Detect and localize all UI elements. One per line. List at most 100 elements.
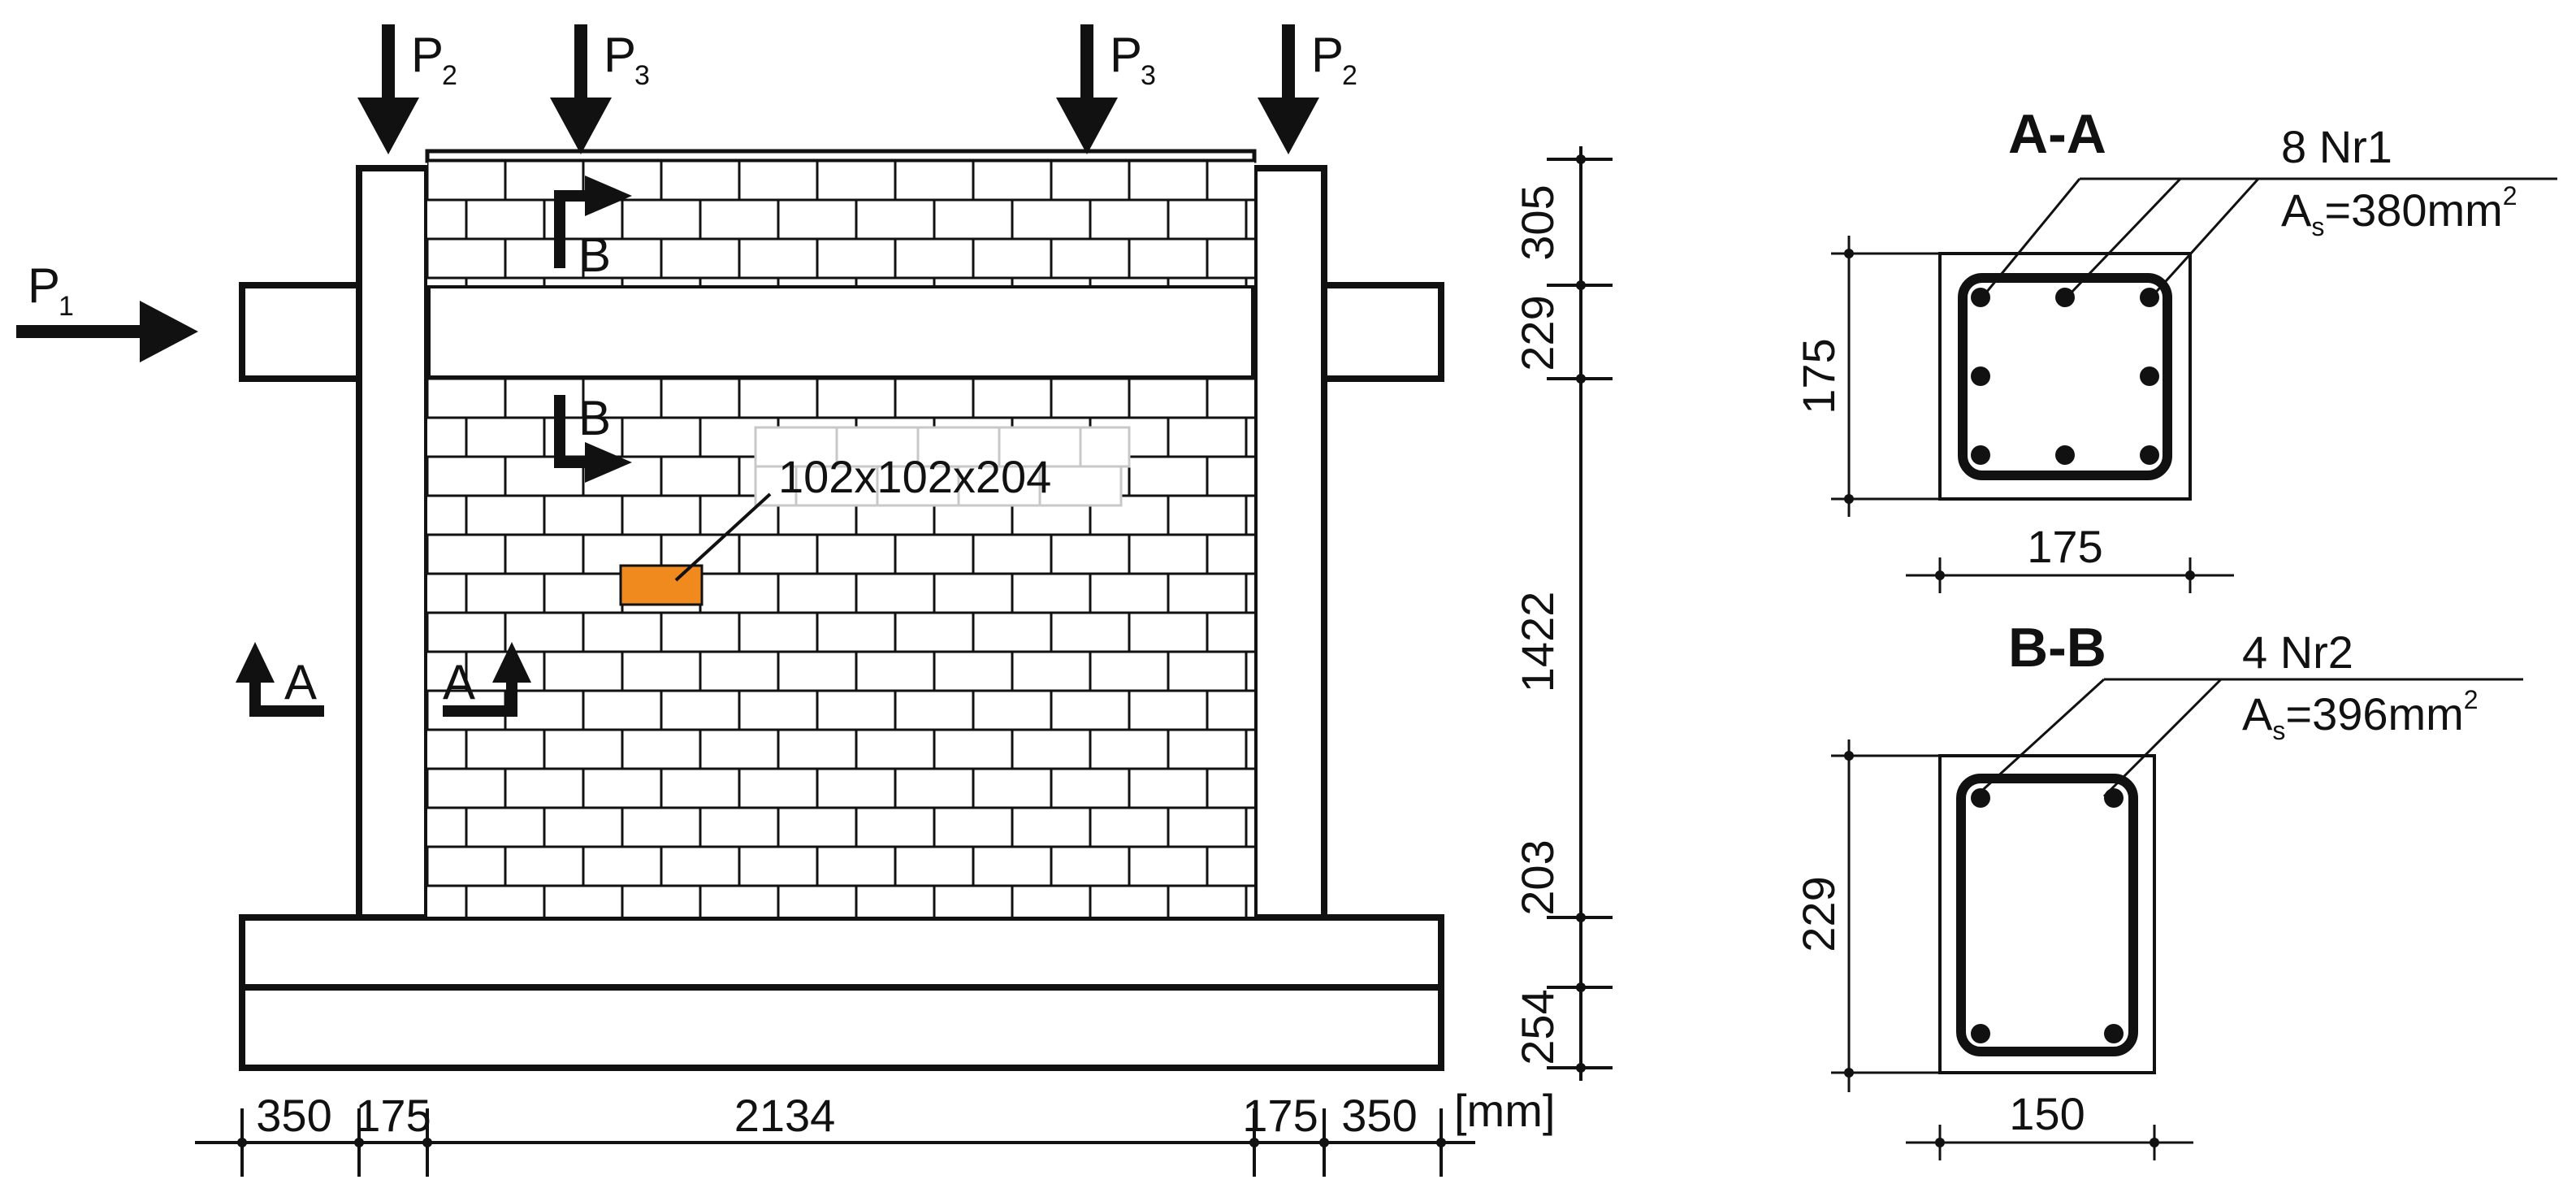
brick — [777, 884, 858, 917]
load-arrow-p2-left: P 2 — [357, 24, 457, 154]
brick — [582, 237, 663, 280]
brick — [465, 806, 546, 848]
dim-wall: 1422 — [1512, 592, 1563, 693]
brick — [816, 689, 897, 731]
brick — [1206, 379, 1254, 419]
rebar-dot-icon — [2055, 445, 2075, 465]
brick — [1245, 650, 1254, 692]
brick — [427, 159, 507, 202]
rebar-group — [1971, 788, 2124, 1043]
brick — [1128, 455, 1209, 497]
left-beam-stub — [239, 282, 362, 382]
rebar-dot-icon — [2140, 366, 2159, 386]
brick — [1245, 572, 1254, 614]
brick — [1206, 237, 1254, 280]
rebar-dot-icon — [2055, 288, 2075, 307]
brick — [972, 611, 1053, 653]
brick — [777, 198, 858, 241]
brick — [1167, 572, 1248, 614]
brick — [427, 198, 468, 241]
brick — [660, 159, 741, 202]
rebar-dot-icon — [2104, 788, 2124, 808]
brick — [660, 455, 741, 497]
section-b-b-rebar: 4 Nr2 — [2242, 627, 2353, 678]
section-mark-letter: A — [284, 655, 317, 709]
brick — [465, 884, 546, 917]
brick — [972, 689, 1053, 731]
horizontal-dimension-ticks — [237, 1138, 1446, 1147]
brick — [699, 728, 780, 770]
brick — [855, 728, 936, 770]
brick — [465, 572, 546, 614]
dim-left-stub: 350 — [256, 1090, 331, 1141]
brick — [660, 379, 741, 419]
rebar-dot-icon — [1971, 288, 1990, 307]
brick — [816, 845, 897, 887]
brick — [933, 572, 1014, 614]
brick — [427, 416, 468, 458]
brick — [660, 237, 741, 280]
brick — [894, 379, 975, 419]
brick — [933, 276, 1014, 285]
brick — [1011, 728, 1092, 770]
brick — [582, 689, 663, 731]
load-label-sub: 1 — [58, 291, 74, 322]
brick — [621, 650, 702, 692]
brick — [933, 198, 1014, 241]
brick — [1245, 806, 1254, 848]
section-b-b-height: 229 — [1793, 876, 1844, 952]
load-label-sub: 3 — [634, 60, 650, 91]
section-mark-letter: B — [578, 228, 611, 282]
section-b-b-title: B-B — [2008, 617, 2106, 679]
brick — [504, 379, 585, 419]
brick — [427, 806, 468, 848]
left-column — [356, 165, 431, 921]
brick — [855, 572, 936, 614]
brick — [933, 884, 1014, 917]
brick — [1206, 689, 1254, 731]
brick — [1050, 767, 1131, 809]
brick — [777, 572, 858, 614]
brick — [660, 845, 741, 887]
brick — [543, 494, 624, 536]
load-arrow-p3-right: P 3 — [1056, 24, 1156, 154]
brick — [543, 806, 624, 848]
brick — [504, 767, 585, 809]
brick — [1206, 845, 1254, 887]
brick — [1167, 276, 1248, 285]
dimension-ticks — [1844, 249, 2195, 580]
brick — [1167, 884, 1248, 917]
brick — [894, 611, 975, 653]
brick — [1050, 845, 1131, 887]
brick — [1167, 198, 1248, 241]
brick — [1245, 416, 1254, 458]
foundation-beam-lower — [239, 984, 1444, 1071]
brick — [777, 806, 858, 848]
section-cut-b-lower: B — [554, 391, 632, 483]
brick — [504, 689, 585, 731]
brick — [972, 237, 1053, 280]
brick-infill-upper — [427, 159, 1254, 285]
section-b-b-width: 150 — [2009, 1088, 2085, 1139]
section-a-a-width: 175 — [2027, 521, 2102, 572]
brick — [816, 767, 897, 809]
brick — [504, 237, 585, 280]
brick — [660, 689, 741, 731]
brick — [894, 767, 975, 809]
brick — [1050, 237, 1131, 280]
brick — [582, 845, 663, 887]
brick — [738, 767, 819, 809]
brick — [1089, 198, 1170, 241]
brick — [543, 276, 624, 285]
brick — [1167, 650, 1248, 692]
dimension-lines — [1831, 739, 2193, 1160]
brick — [1089, 276, 1170, 285]
brick — [738, 379, 819, 419]
brick — [855, 650, 936, 692]
middle-beam — [424, 282, 1258, 382]
section-cut-a-left: A — [236, 642, 324, 717]
brick — [699, 276, 780, 285]
brick — [972, 767, 1053, 809]
brick — [621, 416, 702, 458]
brick — [933, 650, 1014, 692]
